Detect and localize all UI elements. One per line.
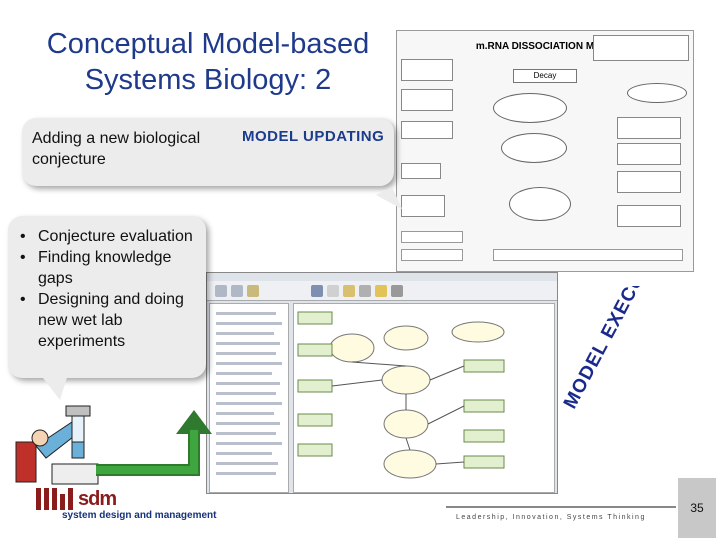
footer-leadership: Leadership, Innovation, Systems Thinking [456,514,646,521]
tree-item [216,322,282,325]
callout-pointer [40,374,68,400]
bullet-icon: • [20,249,26,266]
tree-item [216,332,274,335]
activity-item: • Conjecture evaluation [16,226,204,247]
diagram-object-box [617,117,681,139]
model-updating-callout: Adding a new biological conjecture MODEL… [22,118,394,186]
tree-item [216,372,272,375]
activity-item-text: Finding knowledge gaps [38,249,172,287]
model-execution-label: MODEL EXECUTION [556,226,680,418]
opcat-tool-window [206,272,558,494]
toolbar-button-icon [391,285,403,297]
diagram-object-box [401,163,441,179]
tree-item [216,432,276,435]
tree-item [216,362,282,365]
tree-item [216,452,272,455]
model-execution-arc: MODEL EXECUTION [560,226,672,412]
toolbar-button-icon [311,285,323,297]
diagram-object-box [617,205,681,227]
tree-item [216,392,276,395]
activity-item: • Finding knowledge gaps [16,247,204,289]
bullet-icon: • [20,291,26,308]
activity-item-text: Designing and doing new wet lab experime… [38,291,184,350]
sdm-tagline: system design and management [62,510,217,521]
diagram-object-box [401,195,445,217]
slide-title: Conceptual Model-based Systems Biology: … [18,26,398,98]
lab-scientist-icon [12,402,100,486]
model-execution-text: MODEL EXECUTION [560,286,672,412]
diagram-object-row [401,249,463,261]
tree-item [216,382,280,385]
page-number: 35 [678,478,716,538]
tree-item [216,422,280,425]
tree-item [216,342,280,345]
tree-item [216,462,278,465]
tree-item [216,472,276,475]
tool-diagram-svg [297,311,505,479]
bullet-icon: • [20,228,26,245]
diagram-object-box [617,143,681,165]
diagram-process-node [509,187,571,221]
diagram-object-box [617,171,681,193]
tree-item [216,442,282,445]
diagram-process-node [501,133,567,163]
toolbar-button-icon [343,285,355,297]
tree-item [216,402,282,405]
activity-item-text: Conjecture evaluation [38,228,193,245]
callout-conjecture-text: Adding a new biological conjecture [32,130,201,168]
slide-title-line2: Systems Biology: 2 [84,64,332,96]
opm-diagram: m.RNA DISSOCIATION MDEL Decay [396,30,694,272]
activities-list: • Conjecture evaluation • Finding knowledg… [16,226,204,352]
diagram-object-row [493,249,683,261]
toolbar-button-icon [327,285,339,297]
sdm-logo-text: sdm [78,488,117,510]
diagram-process-node [627,83,687,103]
toolbar-button-icon [247,285,259,297]
slide-title-line1: Conceptual Model-based [46,28,370,60]
diagram-object-box [401,59,453,81]
toolbar-button-icon [215,285,227,297]
mit-logo [36,488,116,510]
toolbar-button-icon [231,285,243,297]
tree-item [216,312,276,315]
tree-item [216,352,276,355]
diagram-object-box [593,35,689,61]
toolbar-button-icon [375,285,387,297]
footer-divider [446,506,676,508]
diagram-title: m.RNA DISSOCIATION MDEL [475,41,615,52]
diagram-object-row [401,231,463,243]
diagram-object-box [401,89,453,111]
tool-toolbar [207,281,557,301]
feedback-arrow-icon [96,410,212,476]
activities-callout: • Conjecture evaluation • Finding knowledg… [8,216,206,378]
diagram-process-node [493,93,567,123]
toolbar-button-icon [359,285,371,297]
tool-tree-pane [209,303,289,493]
tool-diagram-canvas [293,303,555,493]
activity-item: • Designing and doing new wet lab experim… [16,289,204,352]
tree-item [216,412,274,415]
diagram-object-box [401,121,453,139]
model-updating-label: MODEL UPDATING [242,128,385,145]
diagram-decay-label: Decay [513,69,577,83]
